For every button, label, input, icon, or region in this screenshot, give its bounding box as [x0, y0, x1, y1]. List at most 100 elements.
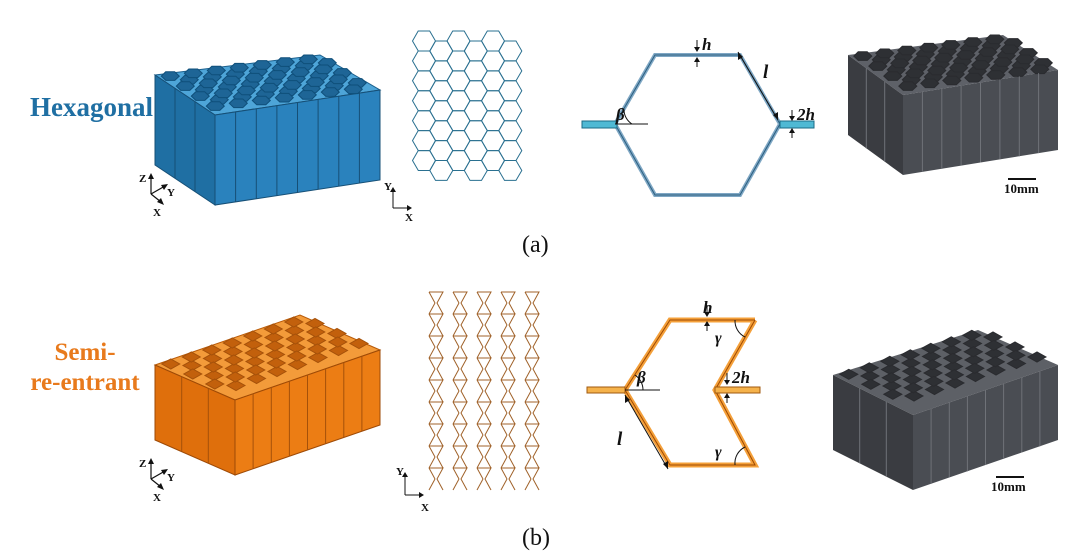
lattice-edge	[452, 401, 460, 414]
axes-3d-row-a: Z Y X	[139, 173, 175, 219]
sre-cell-hole	[266, 357, 287, 369]
sre-cell-hole	[284, 324, 305, 337]
axis-y-2d: Y	[384, 181, 392, 193]
lattice-cell	[477, 335, 492, 359]
lattice-cell	[453, 335, 468, 359]
photo-cell-hole	[942, 75, 962, 86]
photo-cell-hole	[985, 364, 1007, 376]
hex-cell-hole	[205, 101, 226, 111]
lattice-cell	[453, 313, 468, 337]
lattice-cell	[453, 401, 468, 425]
photo-cell-hole	[875, 48, 895, 59]
photo-cell-hole	[962, 337, 983, 350]
lattice-edge	[476, 291, 484, 304]
lattice-edge	[452, 291, 460, 304]
photo-cell-hole	[900, 357, 922, 369]
lattice-edge	[428, 335, 436, 348]
sre-cell-hole	[243, 338, 264, 351]
photo-cell-hole	[956, 50, 976, 60]
dim-gamma-top: γ	[715, 330, 722, 347]
lattice-edge	[476, 346, 484, 359]
hex-cell-hole	[320, 87, 341, 97]
sre-cell-hole	[225, 379, 247, 392]
sre-cell-hole	[245, 364, 266, 376]
hex-cell-hole	[206, 65, 227, 76]
photo-cell-hole	[964, 72, 984, 83]
photo-cell-hole	[927, 65, 947, 76]
lattice-edge	[500, 335, 508, 348]
photo-cell-hole	[944, 377, 966, 389]
lattice-edge	[500, 357, 508, 370]
lattice-edge	[428, 456, 436, 469]
photo-cell-hole	[1000, 44, 1020, 55]
photo-cell-hole	[963, 354, 985, 366]
hex-cell-hole	[297, 90, 318, 100]
photo-cell-hole	[978, 47, 998, 57]
lattice-edge	[500, 379, 508, 392]
sre-cell-hole	[224, 362, 245, 375]
photo-cell-hole	[941, 344, 963, 356]
lattice-cell	[477, 423, 492, 447]
sre-cell-hole	[181, 351, 202, 363]
lattice-cell	[463, 140, 488, 161]
lattice-cell	[453, 467, 468, 491]
lattice-edge	[476, 313, 484, 326]
lattice-cell	[498, 120, 523, 142]
sre-cell-hole	[222, 337, 243, 349]
photo-cell-hole	[1006, 357, 1027, 370]
lattice-edge	[428, 423, 436, 436]
lattice-cell	[429, 140, 454, 161]
sre-cell-hole	[348, 337, 370, 350]
hex-cell-hole	[183, 68, 204, 79]
lattice-edge	[524, 445, 532, 458]
sre-cell-hole	[266, 365, 288, 378]
lattice-edge	[500, 412, 508, 425]
photo-cell-hole	[993, 57, 1013, 67]
photo-cell-hole	[900, 349, 921, 361]
lattice-cell	[463, 160, 488, 181]
lattice-edge	[476, 302, 484, 315]
lattice-cell	[525, 313, 540, 337]
lattice-cell	[429, 313, 444, 337]
lattice-edge	[524, 324, 532, 337]
photo-cell-hole	[971, 60, 991, 70]
lattice-edge	[452, 346, 460, 359]
lattice-cell	[525, 379, 540, 403]
lattice-edge	[500, 346, 508, 359]
lattice-cell	[429, 401, 444, 425]
lattice-edge	[476, 423, 484, 436]
lattice-edge	[452, 302, 460, 315]
lattice-cell	[463, 120, 488, 142]
hex-cell-hole	[298, 54, 319, 65]
lattice-edge	[428, 434, 436, 447]
photo-cell-hole	[944, 369, 965, 381]
caption-b: (b)	[522, 525, 550, 551]
lattice-edge	[524, 335, 532, 348]
lattice-cell	[498, 100, 523, 122]
lattice-edge	[524, 379, 532, 392]
lattice-edge	[428, 324, 436, 337]
dim-l-b: l	[617, 429, 623, 450]
sre-cell-hole	[263, 331, 285, 344]
hex-cell-hole	[175, 81, 196, 91]
axis-x-b: X	[153, 492, 161, 504]
lattice-edge	[476, 357, 484, 370]
dim-beta: β	[615, 105, 625, 124]
lattice-cell	[429, 467, 444, 491]
lattice-edge	[452, 324, 460, 337]
axis-y-2d-b: Y	[396, 466, 404, 478]
photo-cell-hole	[890, 58, 910, 69]
semi-reentrant-3d-model	[153, 314, 382, 476]
photo-cell-hole	[1030, 64, 1050, 75]
hex-cell-hole	[274, 92, 295, 103]
lattice-edge	[500, 313, 508, 326]
axis-y: Y	[167, 187, 175, 199]
photo-cell-hole	[920, 342, 941, 354]
photo-cell-hole	[1008, 67, 1028, 77]
sre-cell-hole	[328, 344, 349, 357]
lattice-edge	[524, 456, 532, 469]
lattice-cell	[498, 80, 523, 102]
lattice-edge	[476, 401, 484, 414]
axes-2d-row-a: Y X	[384, 181, 413, 224]
lattice-edge	[524, 412, 532, 425]
